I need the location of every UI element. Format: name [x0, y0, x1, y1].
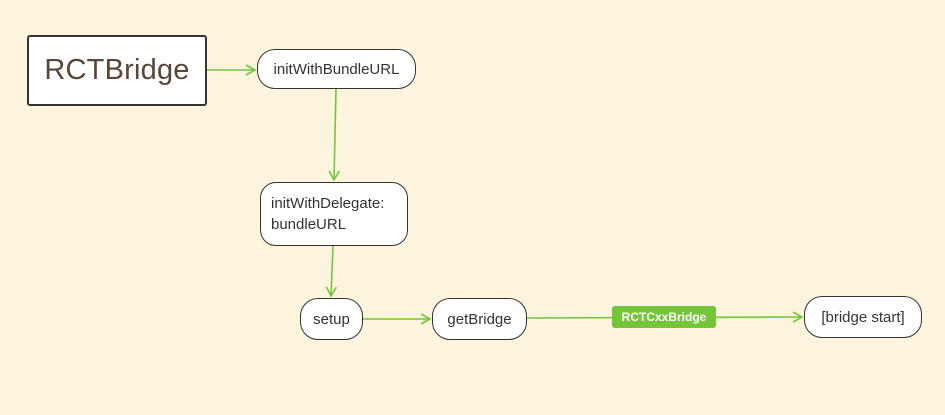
- node-bridge-start: [bridge start]: [804, 296, 922, 338]
- node-setup: setup: [300, 298, 363, 340]
- node-rctbridge: RCTBridge: [27, 35, 207, 106]
- edge-label-rctcxxbridge: RCTCxxBridge: [612, 306, 716, 328]
- node-init-with-delegate: initWithDelegate: bundleURL: [260, 182, 408, 246]
- node-get-bridge: getBridge: [432, 298, 527, 340]
- node-init-with-bundle-url: initWithBundleURL: [257, 49, 416, 89]
- arrow-init-delegate-to-setup: [325, 245, 338, 298]
- arrow-init-url-to-init-delegate: [328, 88, 340, 182]
